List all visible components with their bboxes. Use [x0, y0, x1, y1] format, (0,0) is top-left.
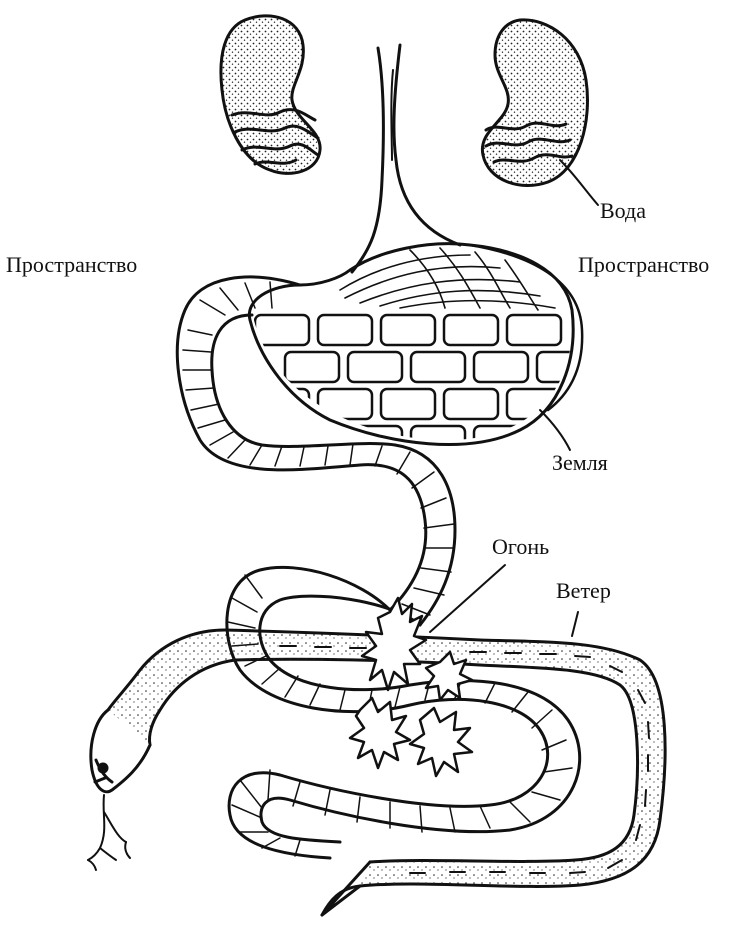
left-kidney: [221, 16, 320, 174]
earth-pointer: [540, 410, 570, 450]
label-wind: Ветер: [556, 580, 611, 602]
label-fire: Огонь: [492, 536, 549, 558]
label-water: Вода: [600, 200, 646, 222]
small-intestine: [177, 277, 579, 858]
label-space-right: Пространство: [578, 254, 709, 276]
water-pointer: [560, 160, 598, 205]
fire-flames: [350, 598, 472, 776]
label-space-left: Пространство: [6, 254, 137, 276]
wind-pointer: [572, 612, 578, 636]
label-earth: Земля: [552, 452, 608, 474]
stomach: [249, 244, 591, 456]
fire-pointer: [430, 565, 505, 632]
earth-bricks: [255, 315, 591, 456]
esophagus: [352, 45, 460, 272]
right-kidney: [482, 20, 587, 186]
